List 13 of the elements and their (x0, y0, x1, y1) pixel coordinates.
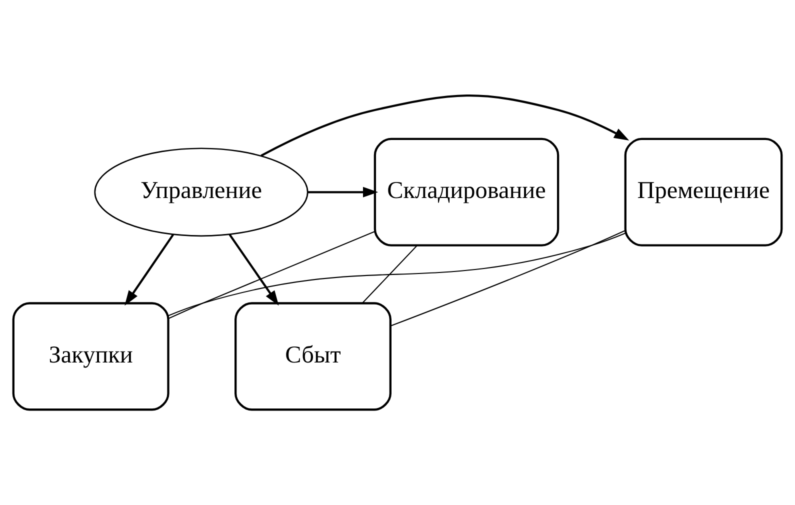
arrow (228, 234, 279, 306)
node-box: Сбыт (234, 302, 392, 411)
connector (168, 232, 626, 316)
node-ellipse: Управление (94, 148, 308, 237)
connector (390, 230, 626, 326)
arrow (308, 186, 378, 198)
node-box: Складирование (374, 138, 560, 246)
arrow (124, 234, 174, 306)
node-box: Премещение (624, 138, 783, 246)
node-box: Закупки (12, 302, 170, 411)
connector (362, 245, 418, 304)
connector (168, 231, 375, 319)
arrow (260, 94, 630, 157)
